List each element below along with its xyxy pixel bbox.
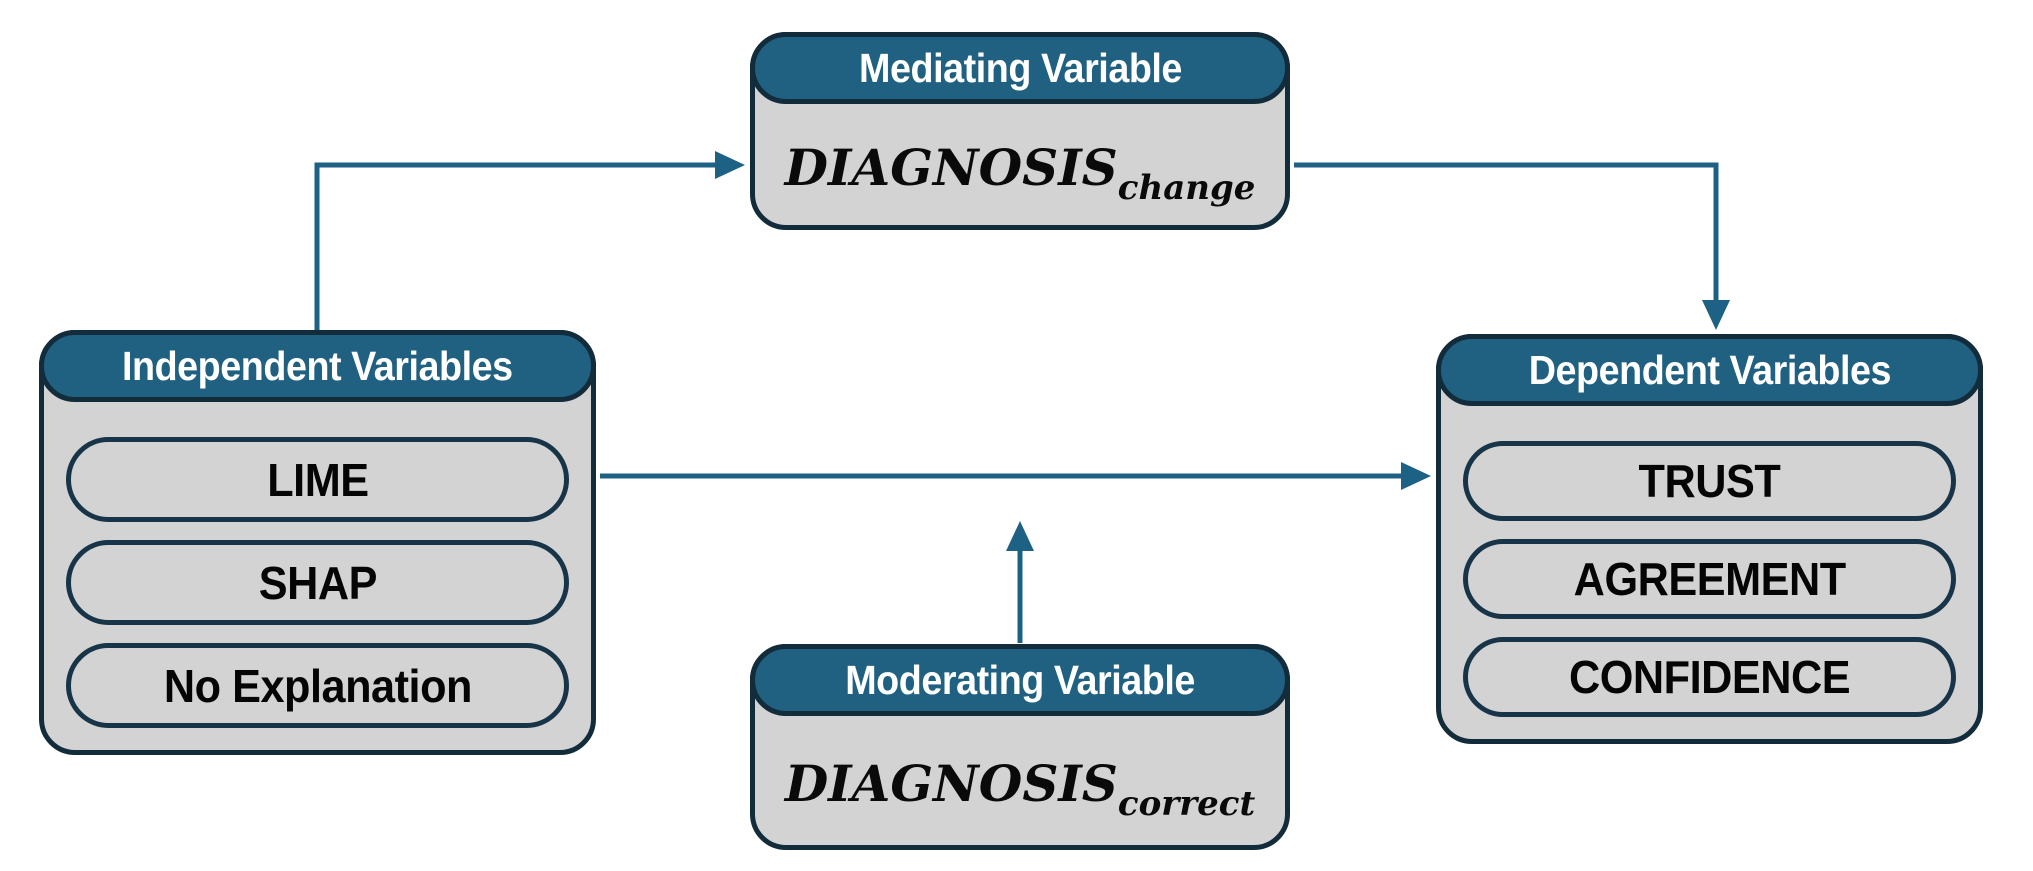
moderating-variable-header: Moderating Variable <box>750 644 1290 716</box>
moderating-formula: DIAGNOSIScorrect <box>784 753 1255 824</box>
arrow-independent-to-mediating <box>314 151 745 332</box>
pill-no-explanation-label: No Explanation <box>163 659 472 712</box>
independent-variables-box: Independent Variables LIME SHAP No Expla… <box>39 330 596 755</box>
dependent-variables-box: Dependent Variables TRUST AGREEMENT CONF… <box>1436 334 1983 744</box>
mediating-formula: DIAGNOSISchange <box>784 137 1256 208</box>
mediating-formula-area: DIAGNOSISchange <box>755 109 1285 225</box>
moderating-variable-box: Moderating Variable DIAGNOSIScorrect <box>750 644 1290 850</box>
moderating-formula-subscript: correct <box>1117 783 1256 824</box>
pill-trust-label: TRUST <box>1638 455 1781 507</box>
mediating-formula-base: DIAGNOSIS <box>784 137 1118 197</box>
mediating-variable-title: Mediating Variable <box>858 44 1182 91</box>
pill-no-explanation: No Explanation <box>66 643 569 728</box>
pill-confidence: CONFIDENCE <box>1463 637 1956 717</box>
independent-variables-title: Independent Variables <box>122 342 513 389</box>
pill-trust: TRUST <box>1463 441 1956 521</box>
pill-agreement: AGREEMENT <box>1463 539 1956 619</box>
moderating-formula-area: DIAGNOSIScorrect <box>755 721 1285 845</box>
mediating-variable-box: Mediating Variable DIAGNOSISchange <box>750 32 1290 230</box>
independent-variables-list: LIME SHAP No Explanation <box>66 437 569 728</box>
pill-confidence-label: CONFIDENCE <box>1568 651 1851 703</box>
pill-agreement-label: AGREEMENT <box>1573 553 1846 605</box>
independent-variables-header: Independent Variables <box>39 330 596 402</box>
dependent-variables-header: Dependent Variables <box>1436 334 1983 406</box>
mediating-formula-subscript: change <box>1117 167 1256 208</box>
pill-lime-label: LIME <box>266 453 369 506</box>
pill-shap-label: SHAP <box>258 556 377 609</box>
moderating-variable-title: Moderating Variable <box>845 656 1195 703</box>
pill-lime: LIME <box>66 437 569 522</box>
pill-shap: SHAP <box>66 540 569 625</box>
moderating-formula-base: DIAGNOSIS <box>784 753 1118 813</box>
dependent-variables-title: Dependent Variables <box>1528 346 1891 393</box>
arrow-mediating-to-dependent <box>1294 162 1730 330</box>
dependent-variables-list: TRUST AGREEMENT CONFIDENCE <box>1463 441 1956 717</box>
mediating-variable-header: Mediating Variable <box>750 32 1290 104</box>
